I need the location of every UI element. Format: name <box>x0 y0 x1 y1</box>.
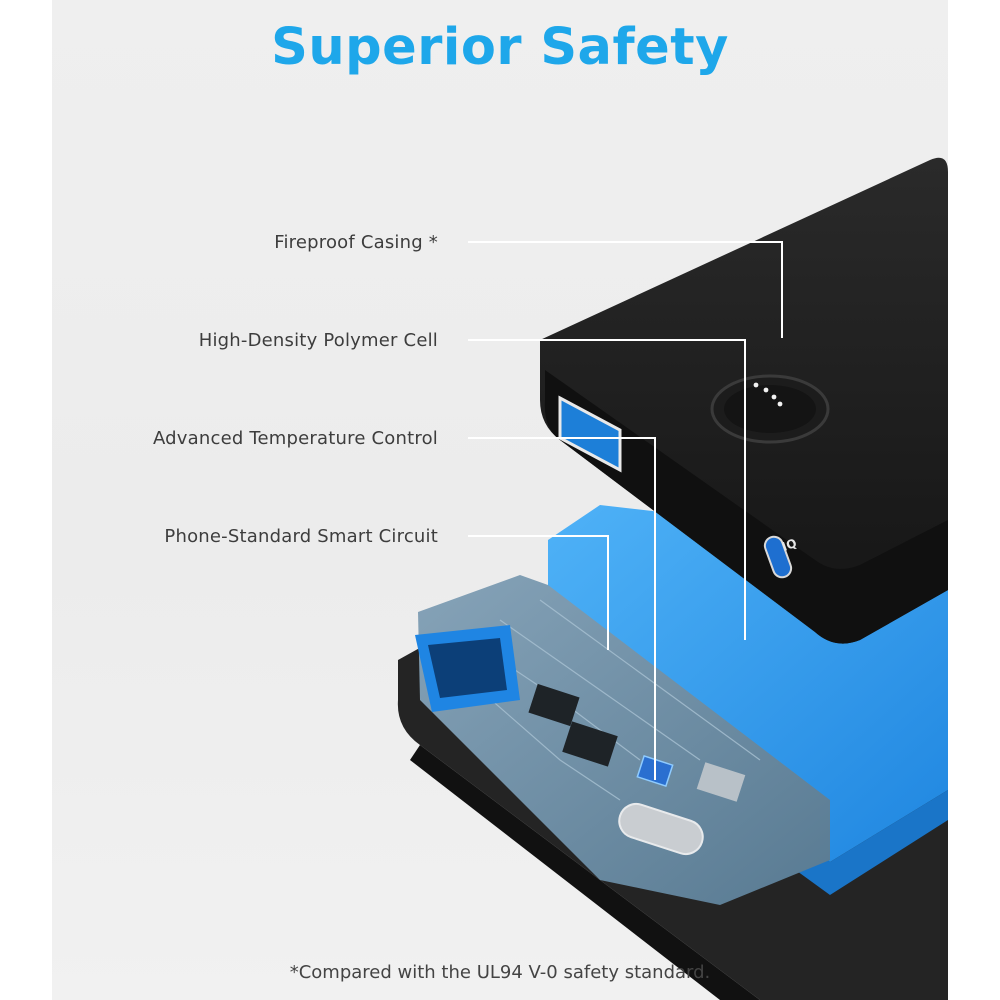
feature-label-smart-circuit: Phone-Standard Smart Circuit <box>164 526 438 547</box>
leader-polymer-cell <box>468 339 746 640</box>
leader-lines <box>468 241 783 780</box>
bottom-casing-edge <box>410 745 760 1000</box>
usb-c-port-casing <box>763 535 793 579</box>
leader-fireproof-casing <box>468 241 783 338</box>
leader-smart-circuit <box>468 535 609 650</box>
feature-label-polymer-cell: High-Density Polymer Cell <box>198 330 438 351</box>
footnote: *Compared with the UL94 V-0 safety stand… <box>289 962 711 983</box>
leader-temperature-control <box>468 437 656 780</box>
feature-label-fireproof-casing: Fireproof Casing * <box>274 232 438 253</box>
usb-a-port-casing <box>558 395 622 473</box>
usb-c-port-board <box>618 802 704 856</box>
chip-4 <box>696 762 746 802</box>
feature-label-temperature-control: Advanced Temperature Control <box>152 428 438 449</box>
chip-2 <box>562 721 618 767</box>
circuit-board <box>418 575 830 905</box>
led-indicators <box>753 382 783 407</box>
page-title: Superior Safety <box>271 18 729 77</box>
top-casing-front <box>544 370 948 644</box>
chip-1 <box>528 683 580 727</box>
